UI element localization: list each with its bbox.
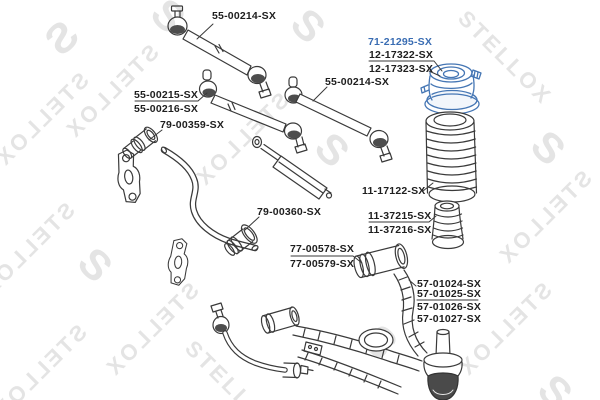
stabilizer-bracket-drawing: [117, 149, 141, 203]
part-label-55-00215: 55-00215-SX: [134, 89, 199, 101]
tie-rod-assembly-outer-drawing: [167, 5, 272, 99]
part-label-79-00360: 79-00360-SX: [257, 206, 322, 218]
ball-joint-drawing: [423, 328, 463, 400]
part-label-11-17122: 11-17122-SX: [362, 185, 426, 197]
strut-bellows-drawing: [425, 111, 478, 203]
part-label-12-17323: 12-17323-SX: [369, 63, 434, 75]
bump-stop-drawing: [431, 200, 465, 250]
part-label-11-37215: 11-37215-SX: [368, 210, 432, 222]
part-label-11-37216: 11-37216-SX: [368, 224, 432, 236]
stabilizer-link-drawing: [210, 302, 314, 379]
part-label-79-00359: 79-00359-SX: [160, 119, 225, 131]
part-label-57-01026: 57-01026-SX: [417, 301, 482, 313]
part-label-77-00579: 77-00579-SX: [290, 258, 355, 270]
stabilizer-bushing-drawing: [122, 126, 159, 159]
part-label-57-01024: 57-01024-SX: [417, 278, 482, 290]
stabilizer-bar-drawing: [160, 146, 259, 252]
stabilizer-bracket-drawing: [167, 238, 189, 286]
leader-lines: [134, 23, 479, 301]
shock-absorber-drawing: [251, 135, 333, 200]
part-label-55-00214-a: 55-00214-SX: [212, 10, 277, 22]
part-label-55-00216: 55-00216-SX: [134, 103, 199, 115]
part-label-57-01027: 57-01027-SX: [417, 313, 482, 325]
part-label-71-21295[interactable]: 71-21295-SX: [368, 36, 433, 48]
part-label-12-17322: 12-17322-SX: [369, 49, 434, 61]
stabilizer-bushing-drawing: [224, 224, 258, 256]
part-label-55-00214-b: 55-00214-SX: [325, 76, 390, 88]
control-arm-drawing: [260, 243, 463, 400]
part-label-77-00578: 77-00578-SX: [290, 243, 355, 255]
part-label-57-01025: 57-01025-SX: [417, 288, 482, 300]
tie-rod-assembly-drawing: [284, 76, 393, 163]
